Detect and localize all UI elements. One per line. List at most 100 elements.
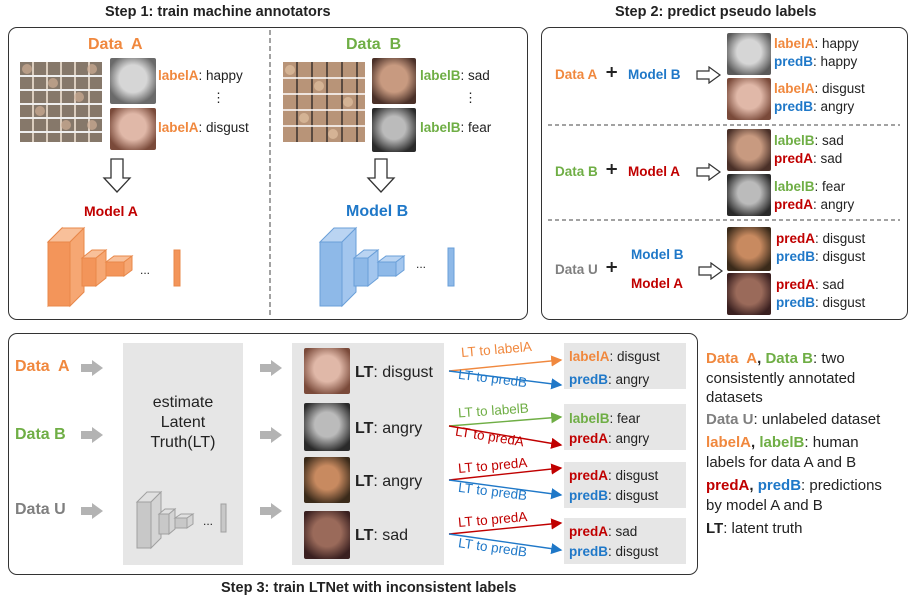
step2-face-image [727, 273, 771, 315]
legend-key: Data A [706, 350, 758, 367]
step1-a-row1: labelA: happy [158, 67, 243, 84]
label-value: : fear [814, 179, 846, 194]
step3-data-b: Data B [15, 426, 66, 443]
gray-arrow-icon [260, 427, 282, 443]
result-row: predA: angry [569, 430, 649, 447]
label-value: : angry [608, 431, 650, 446]
legend: Data A, Data B: two consistently annotat… [706, 349, 882, 539]
step2-r3-data: Data U [555, 262, 598, 277]
step2-r2-c: labelB: fear [774, 178, 845, 195]
label-key: predA [774, 151, 814, 166]
legend-line: predA, predB: predictions [706, 476, 882, 496]
lt-row: LT: disgust [355, 364, 433, 381]
legend-sep: , [751, 434, 760, 451]
right-arrow-icon [696, 66, 722, 84]
step1-data-b-label: Data B [346, 36, 402, 53]
label-value: : sad [373, 527, 409, 544]
label-value: : disgust [608, 488, 659, 503]
step2-r1-d: predB: angry [774, 98, 854, 115]
lt-face-image [304, 457, 350, 503]
label-key: predB [569, 544, 609, 559]
step2-title: Step 2: predict pseudo labels [615, 4, 817, 20]
step2-r3-model1: Model B [631, 247, 684, 262]
step2-panel [541, 27, 908, 320]
step2-face-image [727, 129, 771, 171]
step1-divider [269, 30, 271, 318]
label-value: : disgust [608, 468, 659, 483]
step2-face-image [727, 33, 771, 75]
step2-face-image [727, 227, 771, 271]
step2-face-image [727, 174, 771, 216]
legend-key: labelA [706, 434, 752, 451]
label-value: : angry [813, 99, 855, 114]
label-key: labelA [774, 81, 815, 96]
legend-key: predB [757, 477, 802, 494]
step2-r2-model: Model A [628, 164, 680, 179]
label-value: : disgust [198, 120, 249, 135]
label-value: : happy [814, 36, 859, 51]
result-row: predB: angry [569, 371, 649, 388]
right-arrow-icon [696, 163, 722, 181]
step2-r1-data: Data A [555, 67, 598, 82]
legend-line: Data A, Data B: two [706, 349, 882, 369]
step2-divider [548, 124, 900, 126]
model-b-network-icon: ... [318, 226, 455, 308]
result-box [564, 404, 686, 450]
label-value: : sad [814, 133, 844, 148]
label-value: : sad [815, 277, 845, 292]
label-key: labelB [774, 179, 815, 194]
step3-data-a: Data A [15, 358, 70, 375]
gray-arrow-icon [81, 360, 103, 376]
label-value: : sad [460, 68, 490, 83]
plus-icon: ➕︎ [606, 259, 618, 276]
data-a-disgust-face-image [110, 108, 156, 150]
step2-r2-d: predA: angry [774, 196, 854, 213]
data-a-happy-face-image [110, 58, 156, 104]
label-key: predB [776, 295, 816, 310]
step1-data-a-label: Data A [88, 36, 143, 53]
label-key: predB [776, 249, 816, 264]
label-key: predB [774, 99, 814, 114]
legend-sep: , [757, 350, 766, 367]
legend-text: : unlabeled dataset [753, 410, 881, 428]
legend-text: : predictions [801, 477, 882, 494]
label-value: : disgust [608, 544, 659, 559]
ltnet-network-icon: ... [135, 490, 227, 550]
estimate-line: Latent [160, 414, 206, 431]
label-value: : fear [460, 120, 492, 135]
step2-r3-a: predA: disgust [776, 230, 865, 247]
label-key: predA [569, 431, 609, 446]
step1-model-a-label: Model A [84, 203, 138, 219]
label-key: LT [355, 420, 374, 437]
result-row: predA: sad [569, 523, 637, 540]
svg-text:...: ... [416, 257, 426, 271]
svg-text:...: ... [140, 263, 150, 277]
label-key: LT [355, 527, 374, 544]
lt-face-image [304, 511, 350, 559]
lt-face-image [304, 403, 350, 451]
legend-text: : latent truth [723, 520, 803, 537]
legend-key: predA [706, 477, 750, 494]
result-box [564, 518, 686, 564]
label-value: : happy [198, 68, 243, 83]
plus-icon: ➕︎ [606, 64, 618, 81]
result-row: predA: disgust [569, 467, 658, 484]
legend-text: : two [812, 350, 845, 367]
step2-r3-d: predB: disgust [776, 294, 865, 311]
data-b-mosaic-image [283, 62, 365, 142]
label-key: labelA [158, 120, 199, 135]
gray-arrow-icon [81, 503, 103, 519]
label-key: predB [569, 488, 609, 503]
step1-b-row1: labelB: sad [420, 67, 490, 84]
step1-a-ellipsis: ⋮ [212, 90, 225, 105]
legend-key: Data U [706, 410, 754, 428]
label-value: : angry [608, 372, 650, 387]
estimate-line: estimate [152, 394, 214, 411]
label-key: labelB [420, 120, 461, 135]
label-value: : angry [813, 197, 855, 212]
step2-r2-b: predA: sad [774, 150, 842, 167]
step2-r1-model: Model B [628, 67, 681, 82]
model-a-network-icon: ... [46, 226, 181, 308]
step2-divider [548, 219, 900, 221]
data-b-sad-face-image [372, 58, 416, 104]
